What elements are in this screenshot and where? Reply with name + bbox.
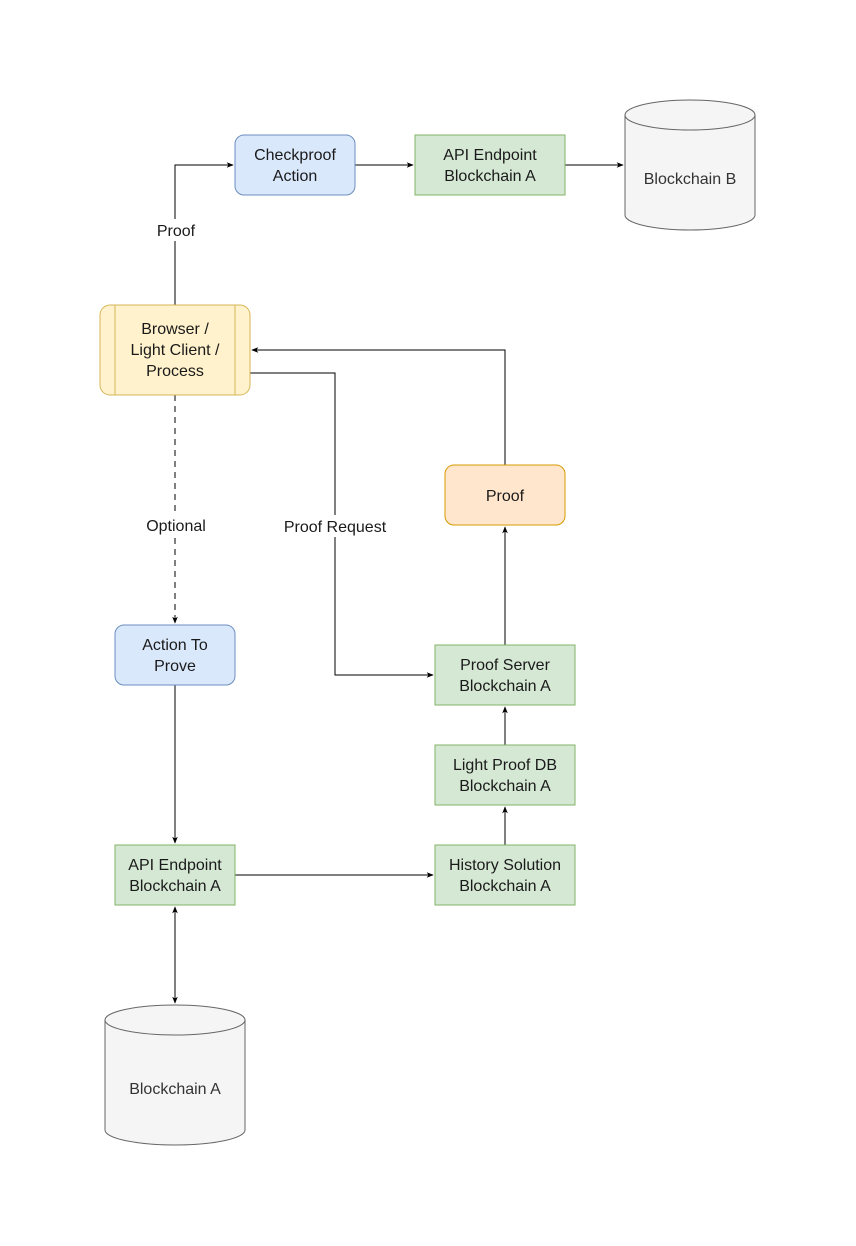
node-api-endpoint-top[interactable]: API Endpoint Blockchain A [414, 134, 566, 196]
node-api-endpoint-top-line1: API Endpoint [443, 147, 537, 164]
node-checkproof-action-line2: Action [273, 168, 317, 185]
node-history-solution[interactable]: History Solution Blockchain A [434, 844, 576, 906]
node-api-endpoint-bottom-line1: API Endpoint [128, 857, 222, 874]
node-history-solution-line1: History Solution [449, 857, 561, 874]
node-proof-server-line2: Blockchain A [459, 678, 551, 695]
node-light-proof-db-line1: Light Proof DB [453, 757, 557, 774]
node-light-proof-db-line2: Blockchain A [459, 778, 551, 795]
node-proof[interactable]: Proof [444, 464, 566, 526]
edge-proof-to-browser [251, 347, 506, 465]
node-action-to-prove[interactable]: Action To Prove [114, 624, 236, 686]
node-action-to-prove-line2: Prove [154, 658, 196, 675]
node-proof-server[interactable]: Proof Server Blockchain A [434, 644, 576, 706]
edge-label-optional: Optional [146, 518, 206, 535]
node-api-endpoint-bottom-line2: Blockchain A [129, 878, 221, 895]
node-browser-line1: Browser / [141, 321, 209, 338]
node-action-to-prove-line1: Action To [142, 637, 208, 654]
node-blockchain-a[interactable]: Blockchain A [104, 1004, 246, 1146]
node-history-solution-line2: Blockchain A [459, 878, 551, 895]
node-browser-line2: Light Client / [131, 342, 220, 359]
node-browser-line3: Process [146, 363, 204, 380]
node-light-proof-db[interactable]: Light Proof DB Blockchain A [434, 744, 576, 806]
node-api-endpoint-bottom[interactable]: API Endpoint Blockchain A [114, 844, 236, 906]
node-checkproof-action[interactable]: Checkproof Action [234, 134, 356, 196]
node-blockchain-b-label: Blockchain B [644, 171, 737, 188]
edge-label-proof: Proof [157, 223, 196, 240]
node-proof-server-line1: Proof Server [460, 657, 550, 674]
node-proof-label: Proof [486, 488, 525, 505]
node-checkproof-action-line1: Checkproof [254, 147, 336, 164]
node-api-endpoint-top-line2: Blockchain A [444, 168, 536, 185]
node-blockchain-b[interactable]: Blockchain B [624, 99, 756, 231]
edge-label-proof-request: Proof Request [284, 519, 387, 536]
node-blockchain-a-label: Blockchain A [129, 1081, 221, 1098]
node-browser-light-client[interactable]: Browser / Light Client / Process [99, 304, 251, 396]
edge-browser-to-checkproof [174, 162, 234, 305]
